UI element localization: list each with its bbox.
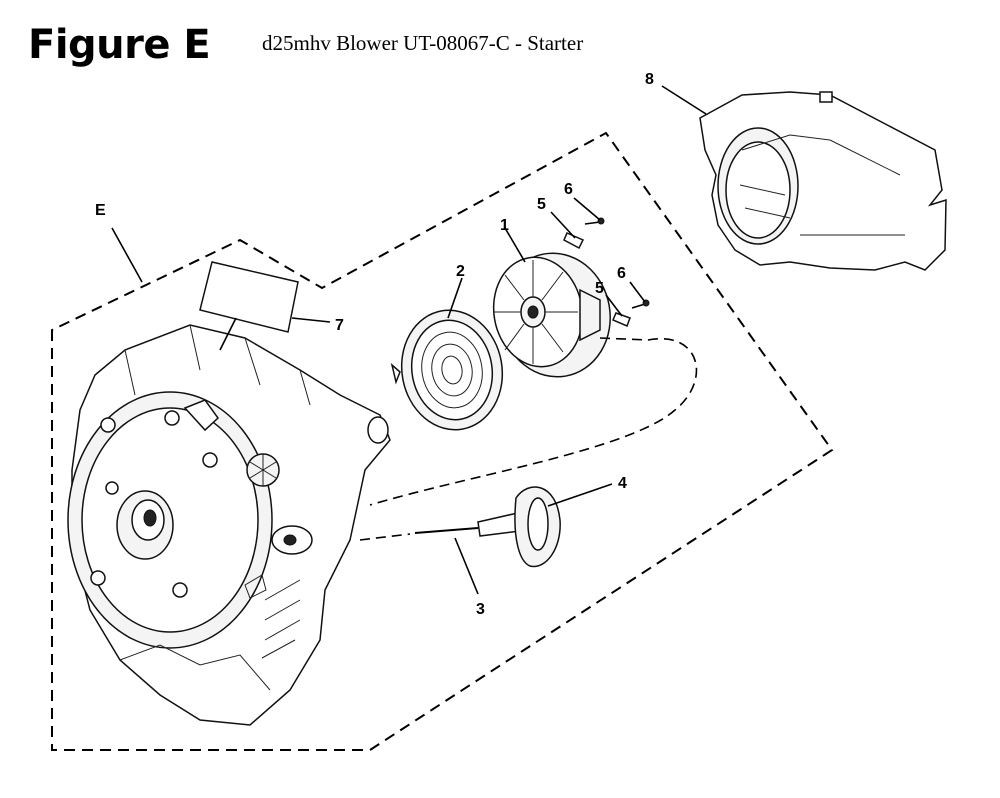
figure-title: d25mhv Blower UT-08067-C - Starter [262, 31, 584, 55]
callout-4: 4 [618, 475, 627, 492]
parts-5-6-lower [612, 299, 650, 327]
callout-E: E [95, 202, 106, 219]
callout-5-upper: 5 [537, 196, 546, 213]
callout-3: 3 [476, 601, 485, 618]
callout-6-lower: 6 [617, 265, 626, 282]
part-7-label [199, 261, 299, 351]
housing-body [67, 324, 391, 726]
callout-6-upper: 6 [564, 181, 573, 198]
callout-8: 8 [645, 71, 654, 88]
callout-7: 7 [335, 317, 344, 334]
part-1-pulley [492, 252, 611, 378]
part-2-spring [390, 309, 504, 431]
assembly-boundary [51, 131, 834, 751]
parts-5-6-upper [563, 217, 605, 250]
leader-lines [111, 85, 707, 595]
part-3-rope [359, 527, 479, 541]
part-8-cover [699, 91, 947, 271]
callout-1: 1 [500, 217, 509, 234]
part-4-handle [477, 486, 561, 568]
housing-vent [246, 453, 280, 487]
callout-5-lower: 5 [595, 280, 604, 297]
rope-path [369, 337, 698, 506]
figure-label: Figure E [28, 22, 211, 68]
callout-2: 2 [456, 263, 465, 280]
